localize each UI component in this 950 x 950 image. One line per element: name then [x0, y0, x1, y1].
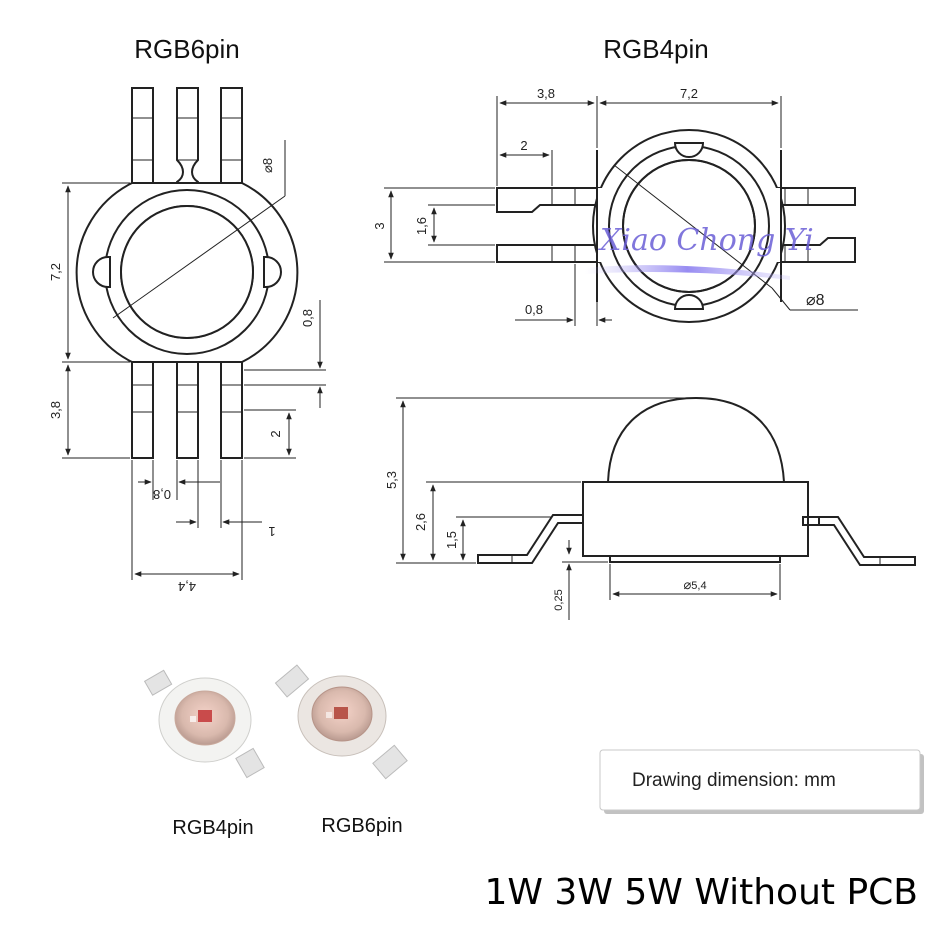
- rgb4pin-drawing: RGB4pin: [372, 34, 858, 326]
- rgb4-bottom-dim: 0,8: [525, 302, 543, 317]
- rgb6-height-dim: 7,2: [48, 263, 63, 281]
- rgb4pin-title: RGB4pin: [603, 34, 709, 64]
- rgb4-pitch-dim: 1,6: [414, 217, 429, 235]
- side-base-dim: 0,25: [553, 589, 565, 610]
- dimension-note-box: Drawing dimension: mm: [599, 749, 924, 814]
- side-body-height-dim: 2,6: [413, 513, 428, 531]
- rgb6-pin-gap-dim: 0,8: [300, 309, 315, 327]
- side-view-drawing: 5,3 2,6 1,5 0,25 ⌀5,4: [384, 396, 916, 620]
- photo-label-rgb6pin: RGB6pin: [321, 815, 402, 837]
- rgb6pin-title: RGB6pin: [134, 34, 240, 64]
- rgb6-top-pins: [131, 87, 243, 189]
- rgb6-width-dim: 4,4: [178, 579, 196, 594]
- side-lens-dim: ⌀5,4: [683, 577, 706, 592]
- side-pin-height-dim: 1,5: [444, 531, 459, 549]
- rgb4-top-width-dim: 7,2: [680, 86, 698, 101]
- rgb6-body: [75, 140, 299, 363]
- rgb6-pin-seg-dim: 2: [268, 430, 283, 437]
- rgb6-pin-length-dim: 3,8: [48, 401, 63, 419]
- dimension-note: Drawing dimension: mm: [632, 770, 836, 791]
- rgb4-pin-seg-dim: 2: [520, 138, 527, 153]
- rgb6-bottom-pins: [131, 359, 243, 459]
- watermark: Xiao Chong Yi: [585, 223, 814, 280]
- rgb6-bottom-gap-dim: 0,8: [153, 487, 171, 502]
- watermark-text: Xiao Chong Yi: [598, 223, 814, 258]
- rgb4-height-dim: 3: [372, 222, 387, 229]
- photo-rgb6pin: [274, 664, 408, 780]
- rgb6-diameter-label: ⌀8: [260, 158, 275, 173]
- photo-rgb4pin: [143, 669, 265, 779]
- rgb4-top-left-dim: 3,8: [537, 86, 555, 101]
- side-total-height-dim: 5,3: [384, 471, 399, 489]
- rgb6-one-dim: 1: [268, 524, 275, 539]
- rgb4-diameter-label: ⌀8: [806, 292, 825, 309]
- footer-title: 1W 3W 5W Without PCB: [484, 872, 918, 913]
- photo-label-rgb4pin: RGB4pin: [172, 817, 253, 839]
- rgb4-body: [592, 129, 858, 323]
- rgb6pin-drawing: RGB6pin: [48, 34, 326, 594]
